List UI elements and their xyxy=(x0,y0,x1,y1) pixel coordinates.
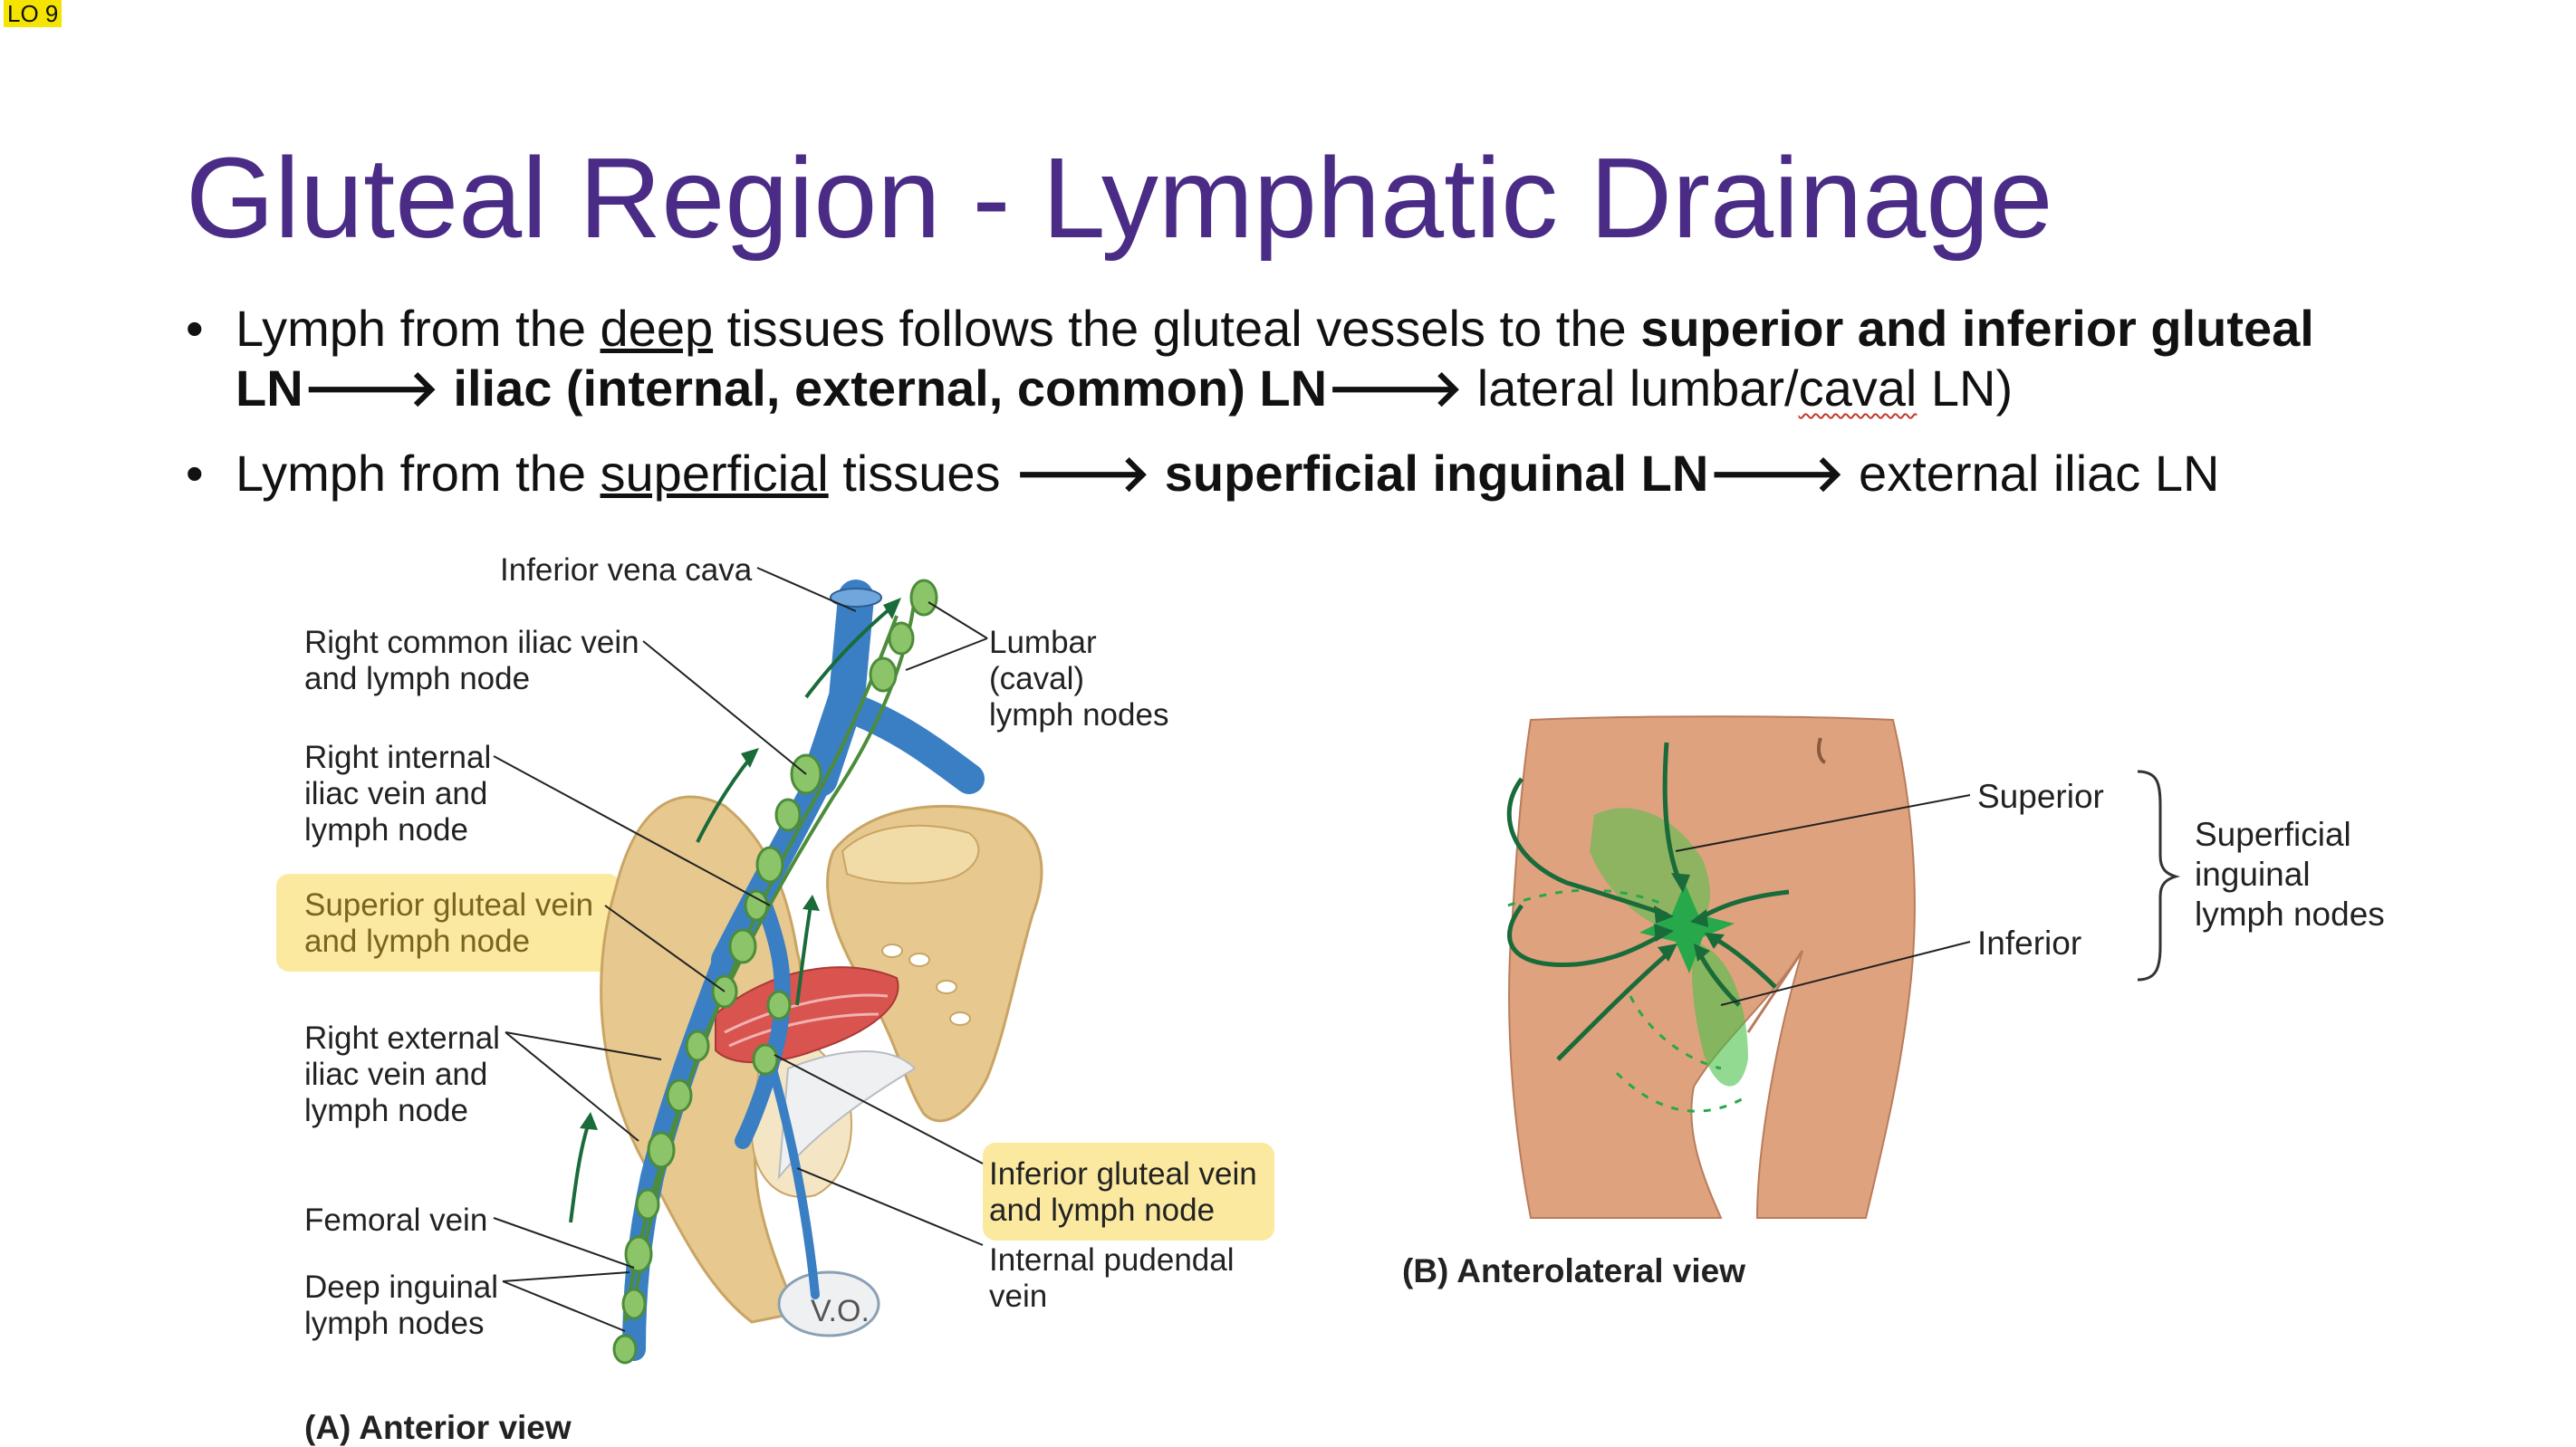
bullet-text: external iliac LN xyxy=(1844,445,2220,502)
highlight-inferior-gluteal xyxy=(983,1143,1274,1241)
bullet-text: tissues follows the gluteal vessels to t… xyxy=(713,300,1641,357)
lymph-node xyxy=(621,1288,647,1320)
label-line: vein xyxy=(989,1279,1048,1314)
lymph-node xyxy=(909,579,938,617)
label-line: Superficial xyxy=(2195,816,2351,853)
arrow-heads xyxy=(580,598,901,1130)
label-line: lymph nodes xyxy=(2195,896,2385,933)
ivc-opening xyxy=(830,588,882,608)
bullet-dot: • xyxy=(186,300,204,357)
lymph-node xyxy=(612,1334,638,1365)
label-line: Deep inguinal xyxy=(304,1270,499,1305)
lymph-node xyxy=(685,1030,710,1062)
lymph-node xyxy=(744,889,769,922)
label-superior: Superior xyxy=(1977,778,2104,815)
label-line: Superior gluteal vein xyxy=(304,887,594,923)
l5-vertebra xyxy=(841,824,980,885)
figb-leader-lines xyxy=(1675,794,1971,1006)
right-arrow-icon: 🡒 xyxy=(1327,359,1464,417)
brace xyxy=(2137,770,2181,982)
label-line: and lymph node xyxy=(304,924,531,959)
label-inferior: Inferior xyxy=(1977,925,2082,962)
node-center xyxy=(1639,883,1735,973)
label-line: Internal pudendal xyxy=(989,1242,1235,1278)
lymph-node xyxy=(647,1131,676,1169)
lymph-node xyxy=(888,621,915,656)
bullet-keyword-deep: deep xyxy=(600,300,714,357)
sacrospinous-ligament xyxy=(777,1050,917,1181)
left-common-iliac-vein xyxy=(831,691,985,794)
label-line: lymph nodes xyxy=(304,1306,485,1341)
lymph-node xyxy=(666,1078,693,1113)
lymph-node xyxy=(752,1043,779,1076)
label-line: iliac vein and xyxy=(304,776,488,811)
lymph-node xyxy=(766,990,792,1021)
lymph-node xyxy=(728,928,757,964)
bullet-text: LN) xyxy=(1917,359,2014,417)
label-line: iliac vein and xyxy=(304,1057,488,1092)
afferent-arrow-heads xyxy=(1654,873,1725,962)
bullet-bold-text: superior and inferior gluteal LN xyxy=(235,300,2314,417)
label-line: and lymph node xyxy=(304,661,531,696)
bullet-text: tissues xyxy=(828,445,1015,502)
flow-arrows xyxy=(569,605,894,1223)
caption-anterior-view: (A) Anterior view xyxy=(304,1409,572,1446)
lo-tag: LO 9 xyxy=(4,0,62,27)
lymph-node xyxy=(635,1188,660,1221)
lymph-node xyxy=(755,846,784,884)
right-internal-iliac-vein xyxy=(735,888,791,1149)
label-line: lymph nodes xyxy=(989,697,1169,733)
label-lumbar-nodes: Lumbar(caval)lymph nodes xyxy=(989,625,1168,733)
internal-pudendal-vein xyxy=(765,1055,820,1299)
label-line: lymph node xyxy=(304,812,468,848)
right-arrow-icon: 🡒 xyxy=(1014,445,1151,502)
bullet-bold-text: superficial inguinal LN xyxy=(1150,445,1709,502)
inferior-node-region xyxy=(1692,942,1748,1087)
lymph-node xyxy=(869,656,898,693)
bullet-text: Lymph from the xyxy=(235,445,601,502)
label-femoral-vein: Femoral vein xyxy=(304,1203,488,1238)
page-title: Gluteal Region - Lymphatic Drainage xyxy=(186,134,2053,262)
caption-anterolateral-view: (B) Anterolateral view xyxy=(1402,1252,1745,1289)
label-line: Right external xyxy=(304,1021,500,1056)
bullet-dot: • xyxy=(186,445,204,502)
umbilicus xyxy=(1816,737,1827,764)
bullet-text: lateral lumbar/ xyxy=(1463,359,1799,417)
label-line: (caval) xyxy=(989,661,1085,696)
label-line: inguinal xyxy=(2195,856,2311,893)
bullet-item-superficial: • Lymph from the superficial tissues 🡒 s… xyxy=(186,444,2360,503)
lymph-node xyxy=(624,1235,653,1273)
bullet-text: Lymph from the xyxy=(235,300,601,357)
bullet-item-deep: • Lymph from the deep tissues follows th… xyxy=(186,299,2360,418)
highlight-superior-gluteal xyxy=(276,874,620,972)
right-arrow-icon: 🡒 xyxy=(1708,445,1845,502)
ischial-tuberosity xyxy=(777,1270,880,1337)
label-line: Lumbar xyxy=(989,625,1097,660)
label-line: and lymph node xyxy=(989,1193,1216,1228)
label-inferior-vena-cava: Inferior vena cava xyxy=(500,552,753,588)
lymph-node xyxy=(774,798,802,832)
dashed-boundaries xyxy=(1507,888,1749,1113)
label-line: lymph node xyxy=(304,1093,468,1128)
bullet-bold-text: iliac (internal, external, common) LN xyxy=(438,359,1328,417)
bullet-keyword-caval: caval xyxy=(1798,359,1918,417)
bullet-keyword-superficial: superficial xyxy=(600,445,829,502)
label-line: Right common iliac vein xyxy=(304,625,639,660)
label-line: Right internal xyxy=(304,740,492,775)
label-line: Inferior gluteal vein xyxy=(989,1156,1257,1192)
label-vo: V.O. xyxy=(811,1294,870,1328)
right-arrow-icon: 🡒 xyxy=(303,359,439,417)
leader-lines xyxy=(493,567,988,1332)
bullet-list: • Lymph from the deep tissues follows th… xyxy=(186,299,2360,529)
